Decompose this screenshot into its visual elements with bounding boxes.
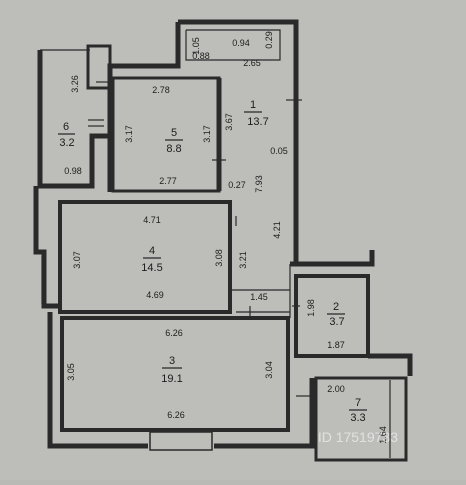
dim-label: 1.98	[306, 299, 316, 317]
wall-niche	[185, 29, 281, 61]
room-6-number: 6	[63, 121, 69, 133]
wall-room2-right	[368, 353, 413, 376]
room-2-number: 2	[333, 301, 339, 313]
dim-label: 4.71	[143, 215, 161, 225]
room-4-number: 4	[149, 245, 155, 257]
dim-label: 2.78	[152, 85, 170, 95]
wall-hall-top-right	[178, 19, 299, 262]
dim-label: 3.08	[214, 249, 224, 267]
dim-label: 1.45	[250, 292, 268, 302]
dim-label: 7.93	[254, 175, 264, 193]
dim-label: 3.17	[202, 125, 212, 143]
room-2-area: 3.7	[329, 316, 344, 328]
dim-label: 2.77	[159, 176, 177, 186]
dim-label: 3.07	[72, 251, 82, 269]
dim-label: 3.21	[238, 251, 248, 269]
room-7-number: 7	[355, 397, 361, 409]
dim-label: 2.65	[243, 58, 261, 68]
walls	[33, 19, 413, 462]
dim-label: 0.27	[228, 180, 246, 190]
wall-room-4	[58, 200, 232, 314]
dimension-labels: 1.05 0.94 0.29 0.88 2.65 3.26 2.78 3.17 …	[64, 31, 388, 444]
room-5-number: 5	[171, 127, 177, 139]
room-3-number: 3	[169, 355, 175, 367]
dim-label: 1.87	[327, 340, 345, 350]
room-labels: 1 13.7 2 3.7 3 19.1 4 14.5 5 8.8 6 3.2 7…	[58, 99, 367, 424]
dim-label: 0.29	[264, 31, 274, 49]
room-4-area: 14.5	[141, 262, 162, 274]
room-1-number: 1	[250, 99, 256, 111]
wall-room3-outer-left	[47, 312, 148, 449]
dim-label: 3.67	[224, 113, 234, 131]
dim-label: 3.17	[124, 125, 134, 143]
watermark-text: ID 17519733	[318, 429, 398, 445]
dim-label: 2.00	[327, 384, 345, 394]
window-room-3	[149, 431, 213, 451]
dim-label: 6.26	[167, 410, 185, 420]
room-7-area: 3.3	[350, 412, 365, 424]
dim-label: 1.05	[191, 37, 201, 55]
dim-label: 1.64	[378, 426, 388, 444]
wall-room-3	[60, 316, 290, 432]
wall-room-2	[294, 274, 370, 358]
wall-hall-top-left	[107, 22, 181, 192]
room-3-area: 19.1	[161, 373, 182, 385]
dim-label: 0.98	[64, 166, 82, 176]
wall-left-outer	[33, 186, 58, 309]
room-5-area: 8.8	[166, 143, 181, 155]
dim-label: 0.05	[270, 146, 288, 156]
dim-label: 3.04	[264, 361, 274, 379]
dim-label: 6.26	[165, 328, 183, 338]
dim-label: 0.94	[232, 38, 250, 48]
room-6-area: 3.2	[59, 137, 74, 149]
wall-room-7	[314, 376, 408, 462]
wall-balcony	[37, 50, 110, 189]
wall-room2-top	[290, 250, 375, 267]
dim-label: 3.26	[70, 75, 80, 93]
dim-label: 0.88	[192, 51, 210, 61]
dim-label: 4.21	[272, 221, 282, 239]
room-1-area: 13.7	[247, 116, 268, 128]
wall-room3-outer-right	[214, 378, 315, 449]
dim-label: 4.69	[146, 290, 164, 300]
door-marks	[88, 81, 310, 397]
dim-label: 3.05	[66, 363, 76, 381]
